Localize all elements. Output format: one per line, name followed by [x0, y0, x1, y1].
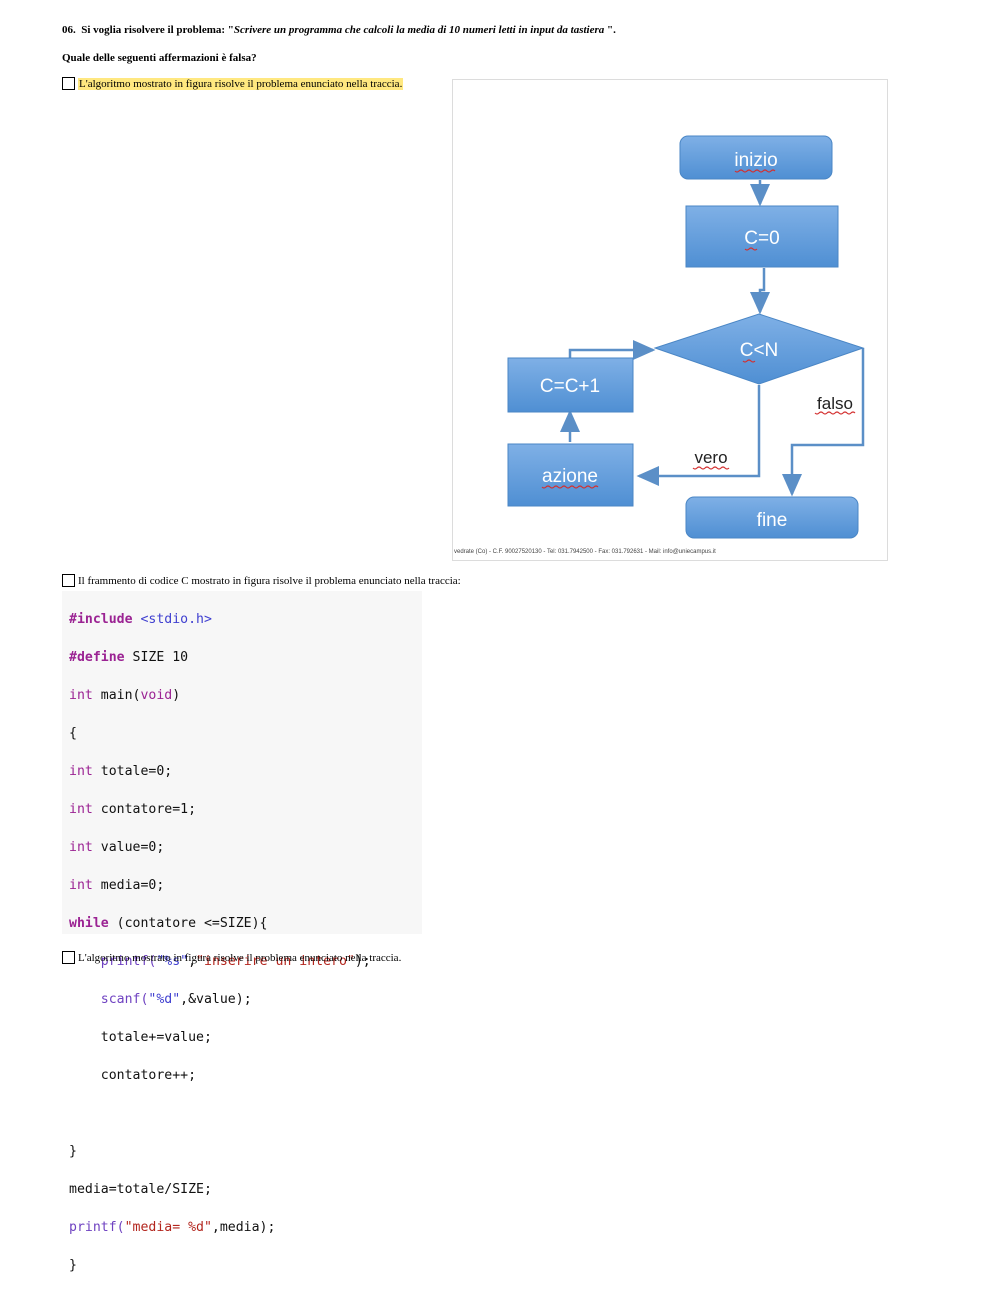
code-line: int contatore=1; [69, 802, 197, 817]
code-line: scanf("%d",&value); [69, 992, 252, 1007]
question-end: ". [607, 24, 616, 36]
option-3-label: L'algoritmo mostrato in figura risolve i… [78, 951, 402, 964]
option-1-label: L'algoritmo mostrato in figura risolve i… [78, 77, 404, 90]
code-line: } [69, 1258, 77, 1273]
code-line: #include <stdio.h> [69, 612, 212, 627]
option-1-checkbox[interactable] [62, 77, 75, 90]
question-subtitle: Quale delle seguenti affermazioni è fals… [62, 52, 257, 64]
node-increment: C=C+1 [507, 357, 634, 413]
node-start: inizio [679, 135, 833, 180]
option-2-checkbox[interactable] [62, 574, 75, 587]
code-line: totale+=value; [69, 1030, 212, 1045]
code-line: while (contatore <=SIZE){ [69, 916, 268, 931]
code-line: { [69, 726, 77, 741]
code-line: printf("%s","inserire un intero"); [69, 954, 371, 969]
node-init: C=0 [685, 205, 839, 268]
edge-label-true: vero [694, 448, 727, 467]
node-start-label: inizio [734, 150, 777, 171]
figure-footer: vedrate (Co) - C.F. 90027520130 - Tel: 0… [454, 549, 716, 555]
option-3-checkbox[interactable] [62, 951, 75, 964]
code-line [69, 1104, 422, 1123]
code-line: int main(void) [69, 688, 181, 703]
option-2[interactable]: Il frammento di codice C mostrato in fig… [62, 574, 461, 587]
node-condition-label: C<N [740, 340, 779, 361]
flowchart-edges [560, 180, 865, 497]
question-quote: Scrivere un programma che calcoli la med… [233, 24, 608, 36]
code-snippet: #include <stdio.h> #define SIZE 10 int m… [62, 591, 422, 1273]
code-line: printf("media= %d",media); [69, 1220, 276, 1235]
code-line: #define SIZE 10 [69, 650, 189, 665]
code-line: int media=0; [69, 878, 165, 893]
node-action: azione [507, 443, 634, 507]
option-1[interactable]: L'algoritmo mostrato in figura risolve i… [62, 77, 404, 90]
edge-incr-cond [568, 340, 656, 360]
flowchart-figure: inizio C=0 C<N C=C+1 azione fine [452, 79, 888, 561]
node-end: fine [685, 496, 859, 539]
option-2-label: Il frammento di codice C mostrato in fig… [78, 574, 461, 587]
node-condition: C<N [653, 313, 865, 385]
question-number: 06. [62, 24, 76, 36]
code-line: media=totale/SIZE; [69, 1182, 212, 1197]
flowchart-svg: inizio C=0 C<N C=C+1 azione fine [454, 135, 865, 555]
edge-cond-true [636, 385, 761, 486]
code-line: contatore++; [69, 1068, 197, 1083]
node-increment-label: C=C+1 [540, 376, 600, 397]
edge-label-false: falso [817, 394, 853, 413]
code-line: int totale=0; [69, 764, 173, 779]
code-line: int value=0; [69, 840, 165, 855]
node-init-label: C=0 [744, 228, 779, 249]
edge-init-cond [750, 268, 770, 315]
question-intro: Si voglia risolvere il problema: " [81, 24, 234, 36]
node-end-label: fine [757, 510, 788, 531]
spellcheck-underlines [541, 169, 856, 489]
option-3[interactable]: L'algoritmo mostrato in figura risolve i… [62, 951, 401, 964]
node-action-label: azione [542, 466, 598, 487]
question-title: 06. Si voglia risolvere il problema: "Sc… [62, 24, 616, 36]
code-line: } [69, 1144, 77, 1159]
edge-cond-false [782, 348, 865, 497]
